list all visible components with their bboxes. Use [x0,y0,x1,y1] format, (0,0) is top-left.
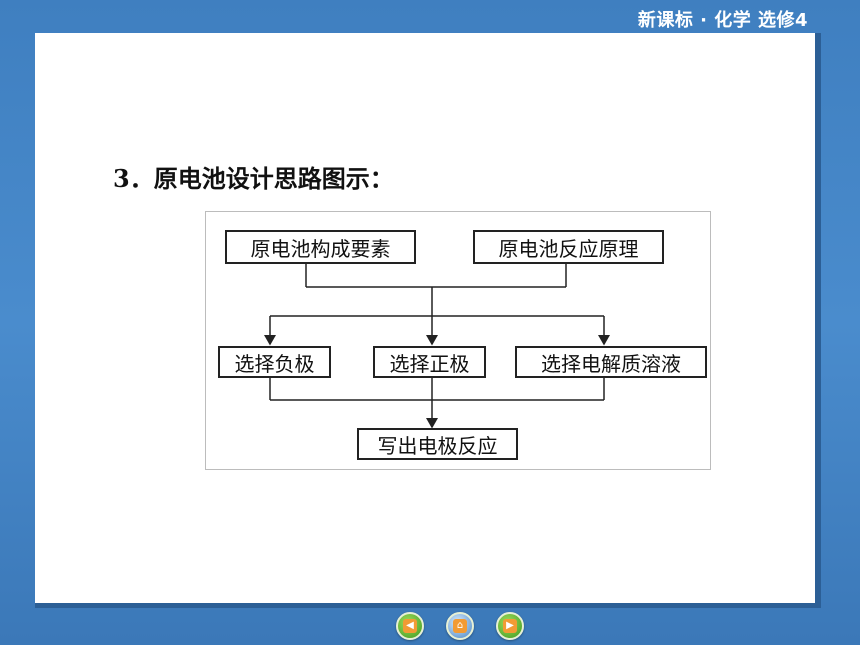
flow-box-cell-components: 原电池构成要素 [225,230,416,264]
flow-box-choose-electrolyte-solution: 选择电解质溶液 [515,346,707,378]
flow-box-choose-negative-electrode: 选择负极 [218,346,331,378]
next-slide-button[interactable]: ▶ [496,612,524,640]
right-arrow-icon: ▶ [503,619,517,633]
flowchart-frame: 原电池构成要素 原电池反应原理 选择负极 选择正极 选择电解质溶液 写出电极反应 [205,211,711,470]
header-title: 新课标 · 化学 选修4 [637,10,808,31]
slide-panel: 3．原电池设计思路图示： [35,33,821,608]
flow-box-choose-positive-electrode: 选择正极 [373,346,486,378]
flowchart-connectors [264,262,610,429]
slide-heading: 3．原电池设计思路图示： [113,164,394,193]
previous-slide-button[interactable]: ◀ [396,612,424,640]
flow-box-cell-reaction-principle: 原电池反应原理 [473,230,664,264]
home-button[interactable]: ⌂ [446,612,474,640]
flow-box-write-electrode-reaction: 写出电极反应 [357,428,518,460]
left-arrow-icon: ◀ [403,619,417,633]
home-icon: ⌂ [453,619,467,633]
